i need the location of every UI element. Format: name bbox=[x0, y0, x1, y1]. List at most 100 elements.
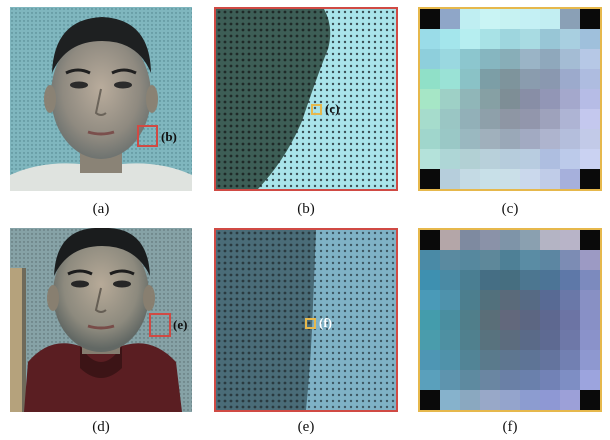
pixel-cell bbox=[540, 270, 560, 290]
pixel-cell bbox=[540, 290, 560, 310]
pixel-cell bbox=[420, 270, 440, 290]
pixel-cell bbox=[440, 109, 460, 129]
pixel-cell bbox=[580, 310, 600, 330]
pixel-cell bbox=[520, 169, 540, 189]
pixel-cell bbox=[580, 129, 600, 149]
pixel-cell bbox=[500, 29, 520, 49]
face-photo-d-image bbox=[10, 228, 192, 412]
pixel-cell bbox=[540, 169, 560, 189]
pixel-cell bbox=[560, 109, 580, 129]
pixel-cell bbox=[580, 370, 600, 390]
pixel-cell bbox=[580, 330, 600, 350]
pixel-cell bbox=[560, 169, 580, 189]
face-photo-a-image bbox=[10, 7, 192, 191]
pixel-cell bbox=[560, 149, 580, 169]
pixel-cell bbox=[460, 129, 480, 149]
pixel-cell bbox=[460, 89, 480, 109]
pixel-cell bbox=[560, 9, 580, 29]
marker-label-e: (e) bbox=[173, 317, 188, 332]
pixel-cell bbox=[460, 250, 480, 270]
pixel-cell bbox=[500, 390, 520, 410]
pixel-block-c-image bbox=[420, 9, 600, 189]
pixel-cell bbox=[560, 129, 580, 149]
pixel-cell bbox=[520, 390, 540, 410]
pixel-cell bbox=[580, 89, 600, 109]
pixel-cell bbox=[460, 69, 480, 89]
pixel-cell bbox=[420, 69, 440, 89]
pixel-cell bbox=[540, 370, 560, 390]
pixel-cell bbox=[520, 290, 540, 310]
pixel-cell bbox=[460, 109, 480, 129]
pixel-cell bbox=[420, 330, 440, 350]
marker-label-b: (b) bbox=[161, 129, 177, 144]
pixel-cell bbox=[440, 9, 460, 29]
face-photo-a bbox=[10, 7, 192, 191]
region-marker-f bbox=[305, 318, 316, 329]
pixel-cell bbox=[480, 390, 500, 410]
pixel-cell bbox=[440, 230, 460, 250]
zoom-texture-e bbox=[214, 228, 398, 412]
pixel-cell bbox=[500, 169, 520, 189]
pixel-cell bbox=[480, 230, 500, 250]
pixel-cell bbox=[560, 310, 580, 330]
pixel-cell bbox=[500, 109, 520, 129]
pixel-cell bbox=[520, 330, 540, 350]
caption-c: (c) bbox=[501, 201, 519, 217]
pixel-cell bbox=[480, 169, 500, 189]
pixel-cell bbox=[440, 330, 460, 350]
pixel-cell bbox=[560, 49, 580, 69]
marker-label-c: (c) bbox=[325, 101, 340, 116]
caption-a: (a) bbox=[92, 201, 110, 217]
caption-b: (b) bbox=[297, 201, 315, 217]
pixel-cell bbox=[440, 49, 460, 69]
pixel-cell bbox=[580, 109, 600, 129]
pixel-cell bbox=[560, 350, 580, 370]
pixel-cell bbox=[480, 69, 500, 89]
pixel-cell bbox=[480, 270, 500, 290]
pixel-cell bbox=[500, 250, 520, 270]
pixel-cell bbox=[420, 290, 440, 310]
pixel-cell bbox=[420, 9, 440, 29]
pixel-cell bbox=[500, 350, 520, 370]
pixel-cell bbox=[420, 310, 440, 330]
pixel-cell bbox=[440, 169, 460, 189]
pixel-cell bbox=[560, 370, 580, 390]
pixel-cell bbox=[540, 69, 560, 89]
pixel-cell bbox=[520, 350, 540, 370]
pixel-cell bbox=[420, 149, 440, 169]
pixel-cell bbox=[580, 250, 600, 270]
pixel-cell bbox=[460, 370, 480, 390]
pixel-cell bbox=[440, 370, 460, 390]
pixel-cell bbox=[560, 69, 580, 89]
pixel-cell bbox=[520, 49, 540, 69]
pixel-cell bbox=[520, 29, 540, 49]
pixel-cell bbox=[500, 310, 520, 330]
pixel-cell bbox=[520, 250, 540, 270]
pixel-cell bbox=[520, 89, 540, 109]
pixel-cell bbox=[500, 290, 520, 310]
pixel-cell bbox=[500, 370, 520, 390]
pixel-cell bbox=[500, 89, 520, 109]
caption-d: (d) bbox=[92, 419, 110, 435]
pixel-cell bbox=[480, 310, 500, 330]
pixel-cell bbox=[460, 149, 480, 169]
pixel-cell bbox=[520, 69, 540, 89]
pixel-cell bbox=[460, 230, 480, 250]
pixel-cell bbox=[500, 270, 520, 290]
pixel-cell bbox=[520, 270, 540, 290]
pixel-cell bbox=[520, 230, 540, 250]
pixel-cell bbox=[500, 230, 520, 250]
pixel-block-f bbox=[418, 228, 602, 412]
pixel-cell bbox=[480, 29, 500, 49]
pixel-cell bbox=[540, 149, 560, 169]
zoom-texture-e-image bbox=[216, 230, 396, 410]
pixel-cell bbox=[560, 29, 580, 49]
pixel-cell bbox=[520, 149, 540, 169]
pixel-cell bbox=[440, 129, 460, 149]
pixel-cell bbox=[580, 69, 600, 89]
pixel-cell bbox=[580, 390, 600, 410]
pixel-cell bbox=[580, 350, 600, 370]
pixel-cell bbox=[540, 250, 560, 270]
pixel-cell bbox=[440, 69, 460, 89]
pixel-cell bbox=[420, 230, 440, 250]
